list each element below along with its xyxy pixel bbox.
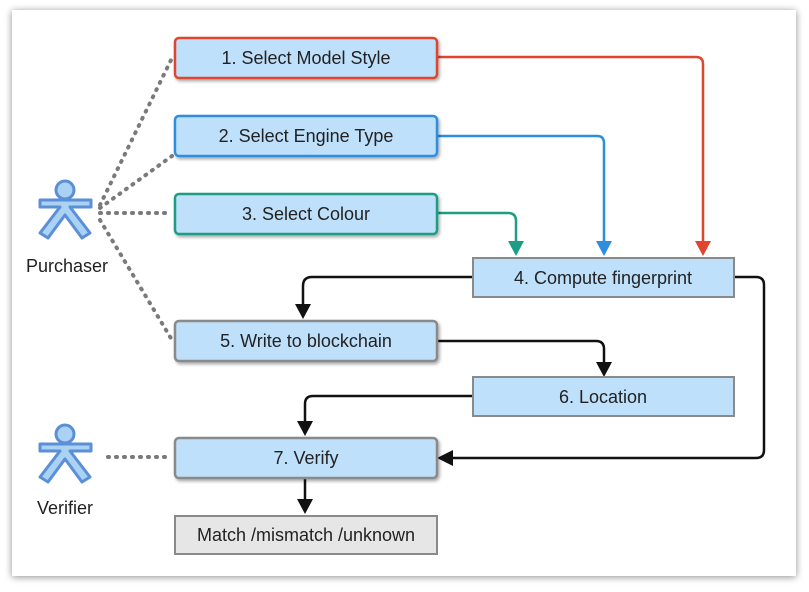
stick-figure-icon bbox=[38, 179, 93, 240]
arrow-step2-to-step4 bbox=[437, 134, 606, 244]
output-box: Match /mismatch /unknown bbox=[174, 515, 438, 555]
step-2-label: 2. Select Engine Type bbox=[219, 126, 394, 146]
step-1-label: 1. Select Model Style bbox=[221, 48, 390, 68]
step-6-label: 6. Location bbox=[559, 387, 647, 407]
stick-figure-icon bbox=[38, 423, 93, 484]
step-5-box: 5. Write to blockchain bbox=[173, 319, 439, 363]
association-line-step-5 bbox=[98, 218, 174, 342]
arrow-step4-to-step7 bbox=[451, 275, 766, 460]
association-line-step-1 bbox=[98, 56, 174, 207]
purchaser-actor: Purchaser bbox=[26, 179, 108, 276]
step-7-label: 7. Verify bbox=[273, 448, 338, 468]
arrowhead-step6 bbox=[596, 362, 612, 377]
arrowhead-step5 bbox=[295, 304, 311, 319]
step-3-box: 3. Select Colour bbox=[173, 192, 439, 236]
arrowhead-output bbox=[297, 499, 313, 514]
step-5-label: 5. Write to blockchain bbox=[220, 331, 392, 351]
arrowhead-red bbox=[695, 241, 711, 256]
arrowhead-blue bbox=[596, 241, 612, 256]
arrow-step5-to-step6 bbox=[437, 339, 606, 365]
step-7-box: 7. Verify bbox=[173, 436, 439, 480]
association-line-step-2 bbox=[98, 154, 174, 210]
arrowhead-green bbox=[508, 241, 524, 256]
step-1-box: 1. Select Model Style bbox=[173, 36, 439, 80]
step-4-box: 4. Compute fingerprint bbox=[472, 257, 735, 298]
purchaser-association-lines bbox=[98, 56, 174, 342]
arrow-step3-to-step4 bbox=[437, 211, 518, 244]
arrowhead-step7-top bbox=[297, 421, 313, 436]
arrow-step1-to-step4 bbox=[437, 55, 705, 244]
step-6-box: 6. Location bbox=[472, 376, 735, 417]
verifier-actor: Verifier bbox=[37, 423, 93, 518]
step-4-label: 4. Compute fingerprint bbox=[514, 268, 692, 288]
verifier-label: Verifier bbox=[37, 498, 93, 518]
purchaser-label: Purchaser bbox=[26, 256, 108, 276]
arrow-step6-to-step7 bbox=[303, 394, 473, 423]
step-2-box: 2. Select Engine Type bbox=[173, 114, 439, 158]
connectors bbox=[295, 55, 766, 514]
arrow-step4-to-step5 bbox=[301, 275, 473, 307]
output-label: Match /mismatch /unknown bbox=[197, 525, 415, 545]
step-3-label: 3. Select Colour bbox=[242, 204, 370, 224]
arrowhead-step7-right bbox=[437, 450, 453, 466]
